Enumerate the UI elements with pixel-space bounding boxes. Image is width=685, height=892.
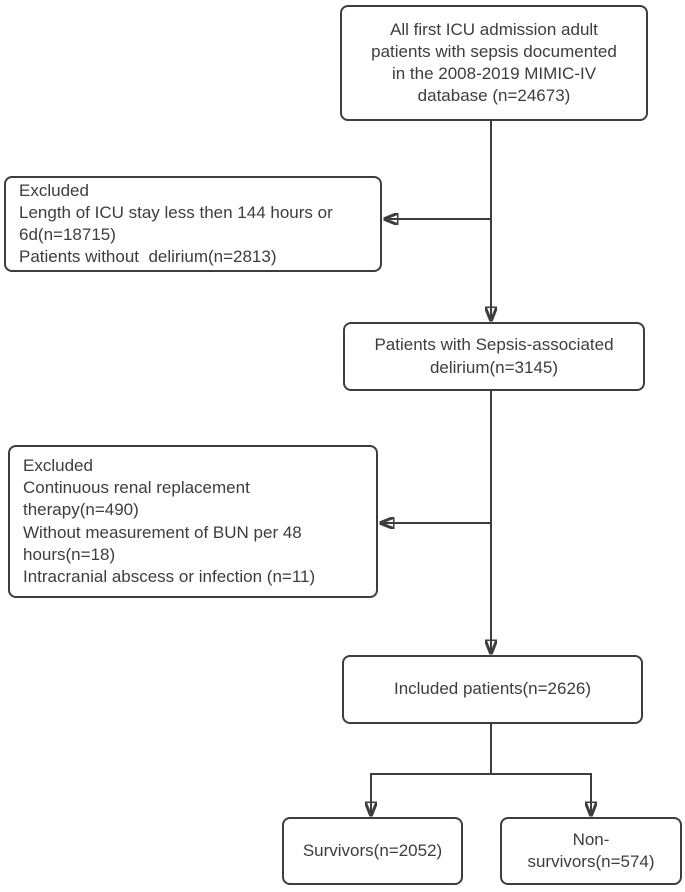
node-excluded-first: Excluded Length of ICU stay less then 14… [4, 176, 382, 272]
node-included-patients-label: Included patients(n=2626) [393, 679, 592, 699]
node-non-survivors: Non- survivors(n=574) [500, 817, 682, 885]
node-excluded-second: Excluded Continuous renal replacement th… [8, 445, 378, 598]
node-non-survivors-label: Non- survivors(n=574) [527, 829, 655, 871]
node-included-patients: Included patients(n=2626) [342, 655, 643, 724]
node-initial-population: All first ICU admission adult patients w… [340, 5, 648, 121]
node-survivors: Survivors(n=2052) [282, 817, 463, 885]
node-initial-population-label: All first ICU admission adult patients w… [371, 19, 617, 106]
node-sepsis-associated-delirium-label: Patients with Sepsis-associated delirium… [374, 335, 614, 377]
node-sepsis-associated-delirium: Patients with Sepsis-associated delirium… [343, 322, 645, 391]
node-excluded-second-label: Excluded Continuous renal replacement th… [23, 456, 316, 586]
node-survivors-label: Survivors(n=2052) [302, 840, 443, 860]
node-excluded-first-label: Excluded Length of ICU stay less then 14… [19, 180, 333, 267]
